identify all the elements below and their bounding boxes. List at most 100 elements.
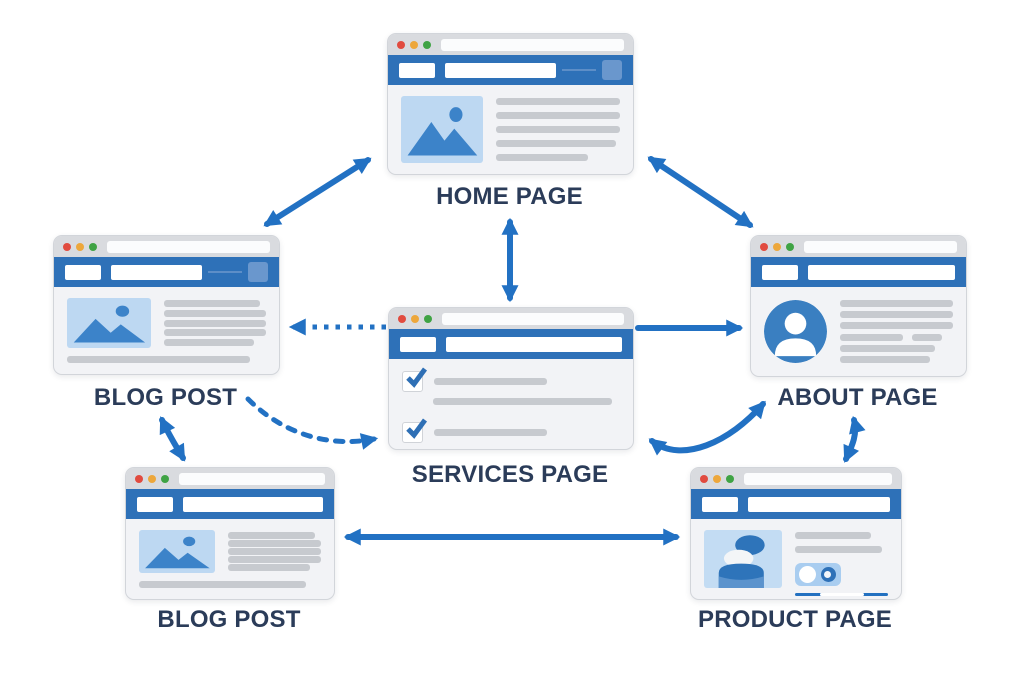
text-line [228, 556, 321, 563]
close-dot-icon [63, 242, 71, 251]
price-toggle-icon [795, 563, 841, 586]
maximize-dot-icon [786, 242, 794, 251]
text-line [840, 333, 904, 341]
person-avatar-icon [764, 300, 827, 363]
blog-post-left-window [53, 235, 280, 375]
text-line [496, 140, 617, 147]
address-bar [442, 312, 624, 325]
product-photo-icon [704, 530, 782, 588]
blog-post-bottom-label: BLOG POST [157, 606, 301, 633]
window-titlebar [388, 34, 633, 55]
search-square-icon [602, 60, 622, 80]
text-line [840, 300, 953, 307]
menu-bar [748, 496, 890, 512]
page-content [691, 519, 901, 599]
text-line [433, 449, 612, 450]
close-dot-icon [760, 242, 768, 251]
checkmark-icon [402, 367, 428, 392]
page-content [751, 287, 966, 376]
checkmark-icon [402, 418, 428, 443]
close-dot-icon [398, 314, 406, 323]
text-line [228, 548, 321, 555]
menu-bar [111, 264, 202, 280]
text-line [840, 344, 935, 352]
blog-post-left-label: BLOG POST [93, 384, 238, 411]
maximize-dot-icon [726, 474, 734, 483]
nav-bar [389, 329, 633, 359]
product-page-window [690, 467, 902, 600]
minimize-dot-icon [411, 314, 419, 323]
text-line [433, 398, 612, 405]
text-line [912, 333, 942, 341]
window-titlebar [389, 308, 633, 329]
minimize-dot-icon [773, 242, 781, 251]
about-page-window [750, 235, 967, 377]
nav-bar [54, 257, 279, 287]
mountain-photo-icon [139, 530, 215, 573]
mountain-photo-icon [401, 96, 483, 163]
maximize-dot-icon [89, 242, 97, 251]
text-line [496, 126, 620, 133]
address-bar [107, 240, 270, 253]
nav-connector-line [208, 271, 242, 273]
mountain-photo-icon [67, 298, 151, 348]
blog-post-bottom-window [125, 467, 335, 600]
edge-blog-left-home [263, 157, 372, 227]
text-line [840, 322, 953, 330]
address-bar [179, 472, 325, 485]
close-dot-icon [397, 40, 405, 49]
services-page-window [388, 307, 634, 450]
maximize-dot-icon [161, 474, 169, 483]
logo-box [65, 264, 101, 280]
logo-box [399, 62, 435, 78]
text-line [496, 98, 620, 105]
footer-text-line [139, 581, 307, 588]
footer-text-line [67, 356, 251, 363]
product-details [795, 530, 888, 596]
address-bar [441, 38, 624, 51]
logo-box [762, 264, 798, 280]
text-line [228, 540, 321, 547]
text-line [496, 112, 620, 119]
text-line [164, 329, 266, 337]
text-line [164, 309, 266, 317]
text-lines [228, 530, 321, 573]
nav-connector-line [562, 69, 596, 71]
logo-box [137, 496, 173, 512]
page-content [388, 85, 633, 174]
nav-bar [388, 55, 633, 85]
logo-box [702, 496, 738, 512]
home-page-label: HOME PAGE [436, 183, 583, 210]
text-line [840, 311, 953, 319]
product-page-label: PRODUCT PAGE [698, 606, 892, 633]
text-line [840, 355, 931, 363]
text-line [434, 429, 548, 436]
text-line [434, 378, 548, 385]
edge-blog-left-blog-bottom [159, 416, 186, 462]
search-square-icon [248, 262, 268, 282]
menu-bar [808, 264, 955, 280]
text-lines [496, 96, 620, 163]
text-line [228, 532, 316, 539]
text-line [496, 154, 588, 161]
text-line-split [840, 333, 953, 341]
menu-bar [446, 336, 622, 352]
services-page-label: SERVICES PAGE [411, 461, 609, 488]
window-titlebar [126, 468, 334, 489]
window-titlebar [691, 468, 901, 489]
edge-home-about [647, 156, 754, 228]
text-line [795, 532, 872, 539]
edge-services-about-curve [648, 400, 766, 456]
window-titlebar [751, 236, 966, 257]
nav-bar [751, 257, 966, 287]
nav-bar [126, 489, 334, 519]
text-lines [840, 298, 953, 365]
close-dot-icon [700, 474, 708, 483]
minimize-dot-icon [76, 242, 84, 251]
buy-button-label-bar [819, 593, 864, 596]
edge-about-product [843, 415, 866, 463]
text-lines [164, 298, 266, 348]
close-dot-icon [135, 474, 143, 483]
address-bar [804, 240, 957, 253]
